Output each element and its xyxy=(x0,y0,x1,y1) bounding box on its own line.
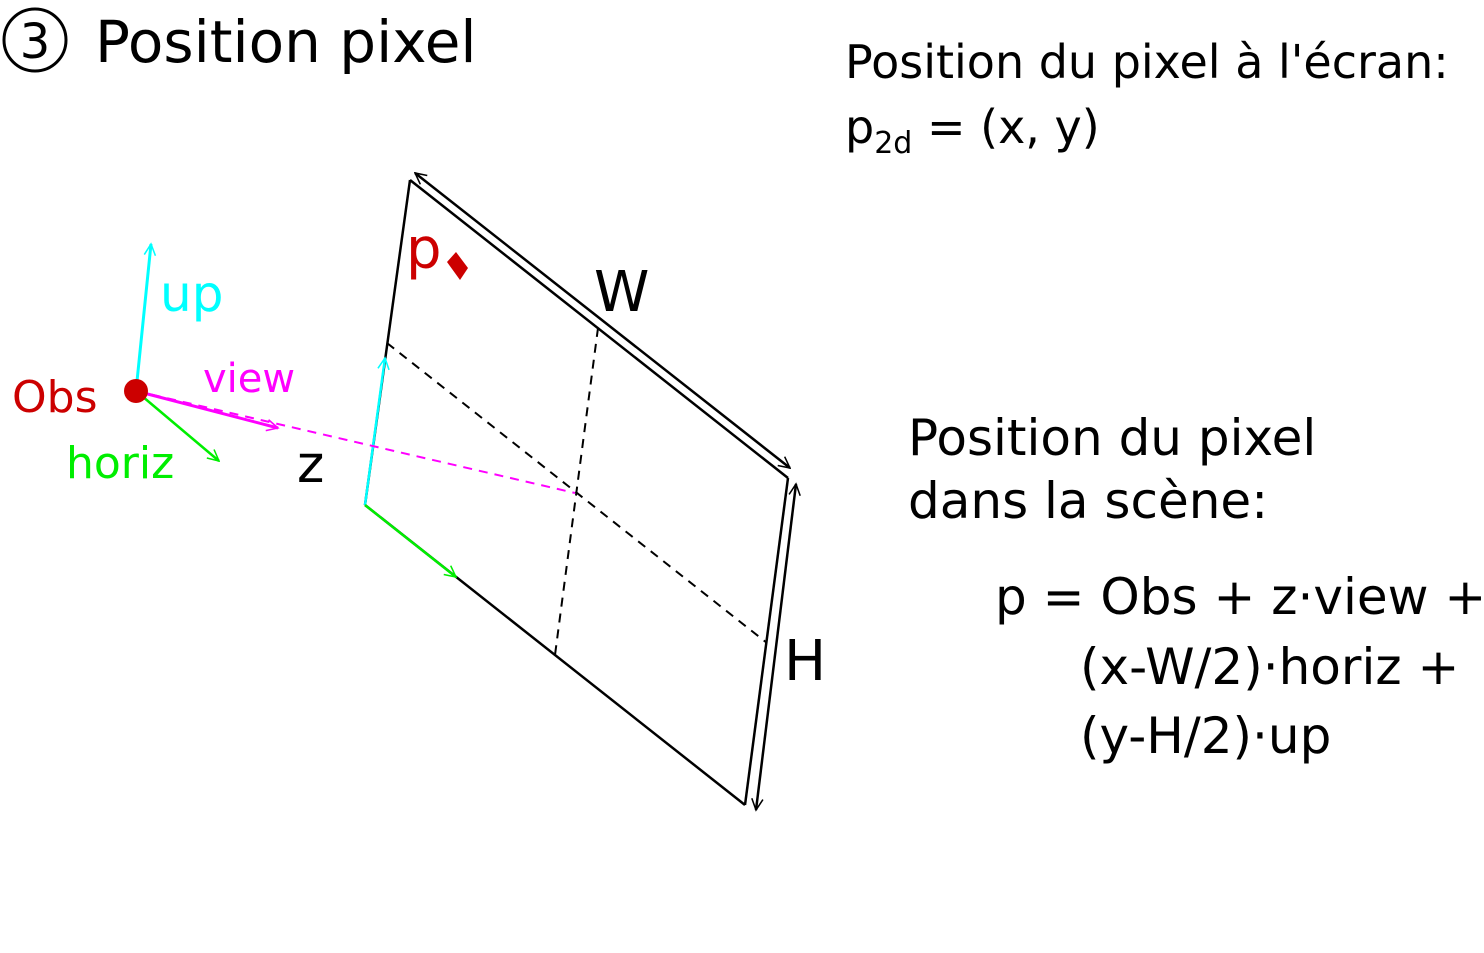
title-text: Position pixel xyxy=(95,8,477,76)
up-label: up xyxy=(160,265,223,323)
scene-position-heading-line1: Position du pixel xyxy=(908,409,1316,467)
plane-top-edge xyxy=(409,179,789,479)
obs-label: Obs xyxy=(12,372,98,423)
title: 3 Position pixel xyxy=(2,7,477,76)
plane-vertical-center-line xyxy=(554,327,599,656)
plane-horiz-arrow xyxy=(364,504,456,577)
scene-position-heading-line2: dans la scène: xyxy=(908,472,1268,530)
formula-line-2: (x-W/2)·horiz + xyxy=(1080,638,1459,696)
up-vector-arrow xyxy=(134,244,151,392)
view-label: view xyxy=(203,356,295,402)
observer-point xyxy=(124,379,148,403)
formula-line-3: (y-H/2)·up xyxy=(1080,707,1331,765)
circled-number-badge xyxy=(2,7,68,73)
view-vector-arrow xyxy=(135,389,278,428)
w-label: W xyxy=(594,260,649,325)
p-label: p xyxy=(406,217,442,282)
step-number: 3 xyxy=(20,14,51,70)
formula-line-1: p = Obs + z·view + xyxy=(995,568,1484,626)
z-label: z xyxy=(297,435,324,495)
horiz-label: horiz xyxy=(66,438,174,489)
horiz-vector-arrow xyxy=(135,390,219,461)
plane-up-arrow xyxy=(363,358,385,506)
h-label: H xyxy=(784,629,826,694)
height-arrow xyxy=(756,484,796,810)
pixel-marker-icon xyxy=(447,252,468,280)
screen-position-heading: Position du pixel à l'écran: xyxy=(845,35,1449,89)
screen-position-formula: p2d = (x, y) xyxy=(845,100,1100,161)
view-ray-dashed xyxy=(135,390,576,494)
width-arrow xyxy=(415,173,790,468)
